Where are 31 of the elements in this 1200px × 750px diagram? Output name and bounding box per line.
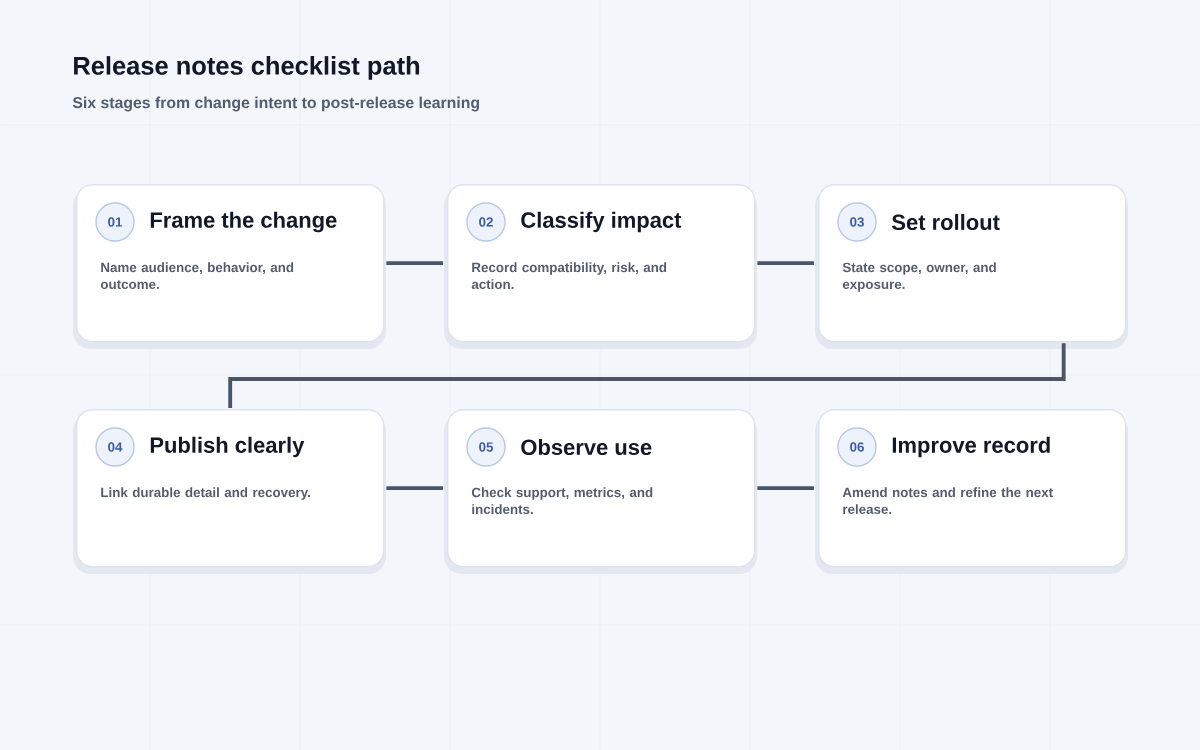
step-number: 05 — [466, 427, 506, 467]
step-number: 04 — [95, 427, 135, 467]
stage-description: Record compatibility, risk, and action. — [471, 262, 667, 290]
stage-description: Link durable detail and recovery. — [101, 487, 310, 500]
stage-card — [73, 184, 386, 349]
stage-title: Classify impact — [521, 211, 682, 233]
connector-line — [386, 486, 443, 491]
stage-card — [73, 409, 386, 574]
step-number: 01 — [95, 202, 135, 242]
stage-title: Publish clearly — [150, 436, 305, 458]
stage-description: Name audience, behavior, and outcome. — [100, 262, 294, 290]
stage-title: Observe use — [521, 438, 652, 456]
step-number: 06 — [837, 427, 877, 467]
step-number: 02 — [466, 202, 506, 242]
stage-description: State scope, owner, and exposure. — [842, 262, 996, 292]
stage-card — [815, 409, 1128, 574]
stage-card — [444, 409, 757, 574]
stage-title: Set rollout — [892, 213, 1000, 231]
stage-description: Amend notes and refine the next release. — [842, 487, 1053, 515]
stage-title: Frame the change — [150, 211, 337, 233]
step-number: 03 — [837, 202, 877, 242]
stage-description: Check support, metrics, and incidents. — [471, 487, 653, 515]
connector-line — [757, 486, 814, 491]
title: Release notes checklist path — [74, 56, 420, 80]
stage-card — [444, 184, 757, 349]
connector-line — [228, 343, 1066, 408]
stage-card — [815, 184, 1128, 349]
subtitle: Six stages from change intent to post-release learning — [72, 96, 479, 112]
stage-title: Improve record — [892, 436, 1050, 458]
connector-line — [386, 261, 443, 266]
connector-line — [757, 261, 814, 266]
